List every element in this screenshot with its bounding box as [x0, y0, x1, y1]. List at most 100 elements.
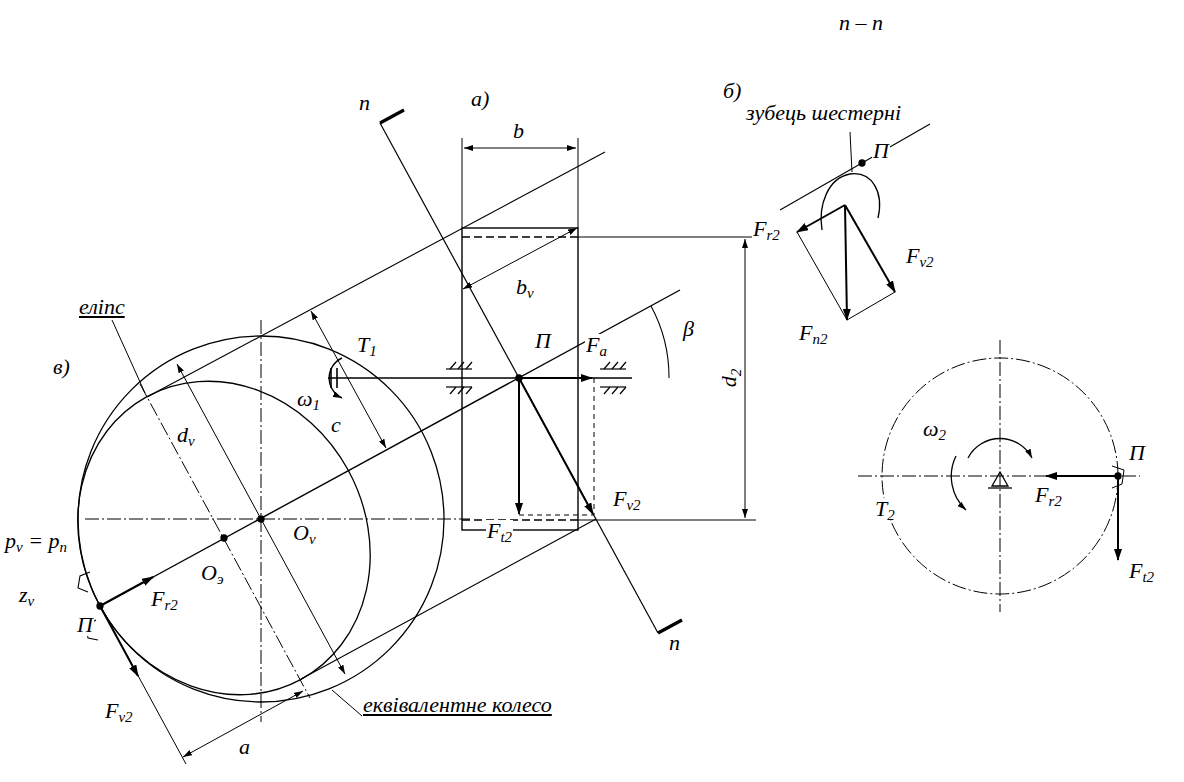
extension-line	[110, 624, 186, 764]
tooth-line	[100, 290, 680, 606]
pitch-point	[516, 375, 522, 381]
diagram-label: zv	[18, 584, 35, 606]
diagram-label: β	[682, 318, 695, 340]
diagram-label: a	[238, 736, 251, 758]
diagram-label: Fv2	[104, 700, 134, 722]
diagram-label: Fa	[585, 334, 608, 356]
drawing-part	[466, 362, 472, 369]
center-line	[858, 476, 1140, 477]
diagram-label: еліпс	[78, 296, 126, 318]
drawing-part	[612, 387, 618, 394]
force-arrow	[797, 205, 845, 232]
diagram-label: dv	[176, 424, 196, 446]
diagram-label: bv	[515, 276, 535, 298]
tooth-profile	[821, 174, 879, 230]
diagram-label: pv = pn	[4, 530, 68, 552]
rotation-arrow	[968, 438, 1032, 458]
diagram-label: d2	[718, 368, 740, 388]
drawing-part	[466, 387, 472, 394]
diagram-label: П	[534, 330, 552, 352]
center-line	[1000, 340, 1001, 612]
diagram-label: а)	[470, 88, 490, 110]
extension-line	[578, 237, 756, 238]
bearing-symbol	[446, 362, 626, 394]
diagram-label: еквівалентне колесо	[362, 694, 553, 716]
dimension-line	[311, 311, 386, 448]
diagram-label: Fr2	[752, 218, 781, 240]
center-line	[140, 384, 310, 698]
subscript: t2	[500, 529, 512, 545]
diagram-label: Fr2	[150, 588, 179, 610]
subscript: v2	[626, 497, 640, 513]
subscript: v	[16, 539, 23, 555]
center-line	[85, 519, 470, 520]
subscript: r2	[164, 597, 177, 613]
drawing-part	[450, 387, 456, 394]
force-arrow	[519, 378, 593, 514]
diagram-label: Fn2	[798, 322, 828, 344]
diagram-label: Ft2	[1128, 560, 1155, 582]
center-point	[258, 516, 264, 522]
section-mark	[380, 110, 404, 123]
extension-line	[462, 138, 463, 228]
component-line	[797, 232, 847, 320]
ellipse-outline	[23, 329, 426, 747]
projection-line	[301, 519, 596, 679]
diagram-label: b	[512, 120, 525, 142]
diagram-label: П	[76, 614, 94, 636]
subscript: v2	[919, 254, 933, 270]
drawing-part	[450, 362, 456, 369]
subscript: э	[217, 571, 224, 587]
drawing-part	[620, 387, 626, 394]
force-arrow	[1117, 476, 1119, 560]
diagram-label: n – n	[838, 12, 884, 34]
diagram-label: T1	[356, 334, 378, 356]
diagram-label: б)	[722, 80, 742, 102]
drawing-part	[600, 386, 626, 387]
diagram-label: Ov	[292, 522, 317, 544]
force-arrow	[518, 378, 520, 514]
normal-section-detail	[780, 124, 930, 320]
diagram-label: Fr2	[1034, 484, 1063, 506]
leader-line	[850, 132, 852, 172]
force-arrow	[1046, 475, 1118, 477]
diagram-label: П	[1128, 442, 1146, 464]
diagram-label: n	[358, 92, 371, 114]
drawing-part	[604, 362, 610, 369]
diagram-label: Ft2	[486, 520, 513, 542]
force-arrow	[845, 205, 895, 292]
diagram-label: c	[330, 414, 342, 436]
subscript: 2	[728, 369, 744, 376]
extension-line	[578, 520, 756, 521]
subscript: v	[188, 433, 195, 449]
force-arrow	[519, 377, 592, 379]
leader-line	[332, 690, 362, 716]
center-point	[221, 535, 227, 541]
diagram-label: в)	[52, 356, 71, 378]
pitch-line	[462, 519, 578, 520]
extension-line	[578, 138, 579, 228]
subscript: a	[599, 343, 606, 359]
dimension-line	[183, 691, 303, 757]
subscript: 2	[887, 507, 894, 523]
torque-arrow	[951, 456, 966, 510]
support-symbol	[988, 487, 1012, 488]
component-line	[847, 292, 895, 320]
drawing-part	[604, 387, 610, 394]
subscript: t2	[1142, 569, 1154, 585]
diagram-label: П	[872, 140, 890, 162]
section-line	[380, 123, 658, 633]
coupling-mark	[336, 368, 338, 388]
drawing-part	[620, 362, 626, 369]
drawing-part	[458, 387, 464, 394]
subscript: n	[60, 539, 67, 555]
drawing-part	[458, 362, 464, 369]
diagram-label: T2	[874, 498, 896, 520]
drawing-part	[612, 362, 618, 369]
subscript: n2	[812, 331, 827, 347]
diagram-label: n	[668, 632, 681, 654]
pitch-line	[780, 124, 930, 210]
